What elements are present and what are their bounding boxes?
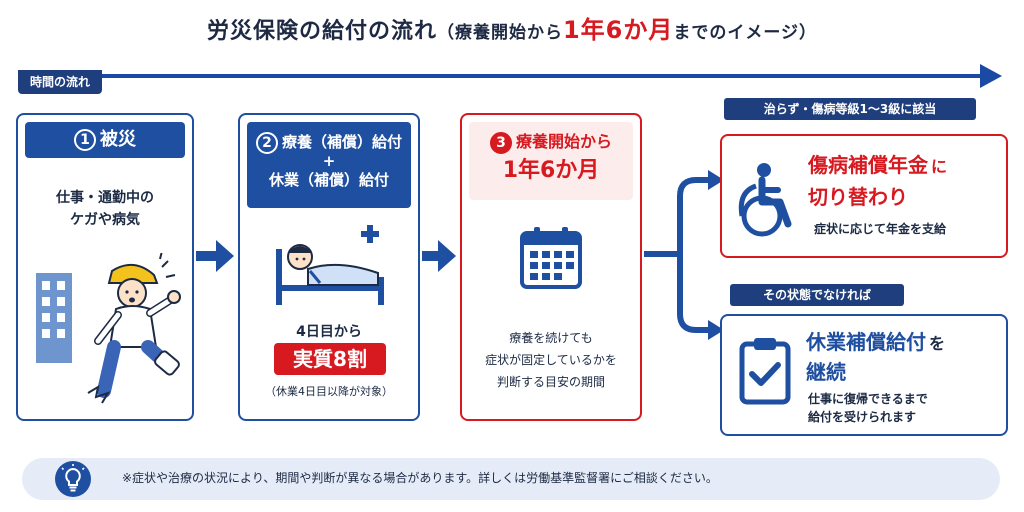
branch-upper-desc: 症状に応じて年金を支給 <box>814 222 947 236</box>
branch-upper-title: 傷病補償年金に 切り替わり <box>808 153 948 209</box>
injured-worker-icon <box>36 253 181 404</box>
branch-lower-desc: 仕事に復帰できるまで 給付を受けられます <box>808 392 928 424</box>
branch-stem <box>644 251 680 257</box>
clipboard-check-icon <box>739 338 791 405</box>
branch-lower-title: 休業補償給付を 継続 <box>806 330 946 384</box>
step1-number: 1 <box>74 129 96 151</box>
step2-from-day: 4日目から <box>296 324 362 340</box>
calendar-icon <box>520 227 582 289</box>
title-main: 労災保険の給付の流れ <box>206 19 437 44</box>
timeline-line <box>18 74 988 78</box>
step2-number: 2 <box>255 131 278 154</box>
note-text: ※症状や治療の状況により、期間や判断が異なる場合があります。詳しくは労働基準監督… <box>122 471 718 485</box>
branch-lower-box: 休業補償給付を 継続 仕事に復帰できるまで 給付を受けられます <box>720 314 1008 436</box>
timeline-arrow-icon <box>980 64 1002 88</box>
title-highlight: 1年6か月 <box>562 16 674 44</box>
hospital-bed-icon <box>276 225 384 305</box>
title-sub-open: （療養開始から <box>436 23 563 43</box>
branch-lower-condition: その状態でなければ <box>730 284 904 306</box>
timeline-label: 時間の流れ <box>18 70 103 94</box>
wheelchair-icon <box>738 163 792 237</box>
flow-arrow-2-icon <box>438 240 456 272</box>
branch-connector <box>677 170 724 340</box>
flow-arrow-1-body <box>196 251 218 261</box>
step2-rate-badge: 実質8割 <box>274 343 386 375</box>
step2-note: （休業4日目以降が対象） <box>265 385 393 398</box>
branch-upper-condition: 治らず・傷病等級1〜3級に該当 <box>724 98 976 120</box>
flow-arrow-2-body <box>422 251 440 261</box>
step3-text: 療養を続けても 症状が固定しているかを 判断する目安の期間 <box>485 331 617 389</box>
branch-upper-box: 傷病補償年金に 切り替わり 症状に応じて年金を支給 <box>720 134 1008 258</box>
lightbulb-icon <box>55 461 91 497</box>
step3-number: 3 <box>489 131 512 154</box>
note-bar <box>22 458 1000 500</box>
page-title: 労災保険の給付の流れ（療養開始から1年6か月までのイメージ） <box>0 10 1024 45</box>
title-sub-close: までのイメージ） <box>673 23 818 43</box>
step1-text: 仕事・通勤中の ケガや病気 <box>56 190 154 228</box>
flow-arrow-1-icon <box>216 240 234 272</box>
